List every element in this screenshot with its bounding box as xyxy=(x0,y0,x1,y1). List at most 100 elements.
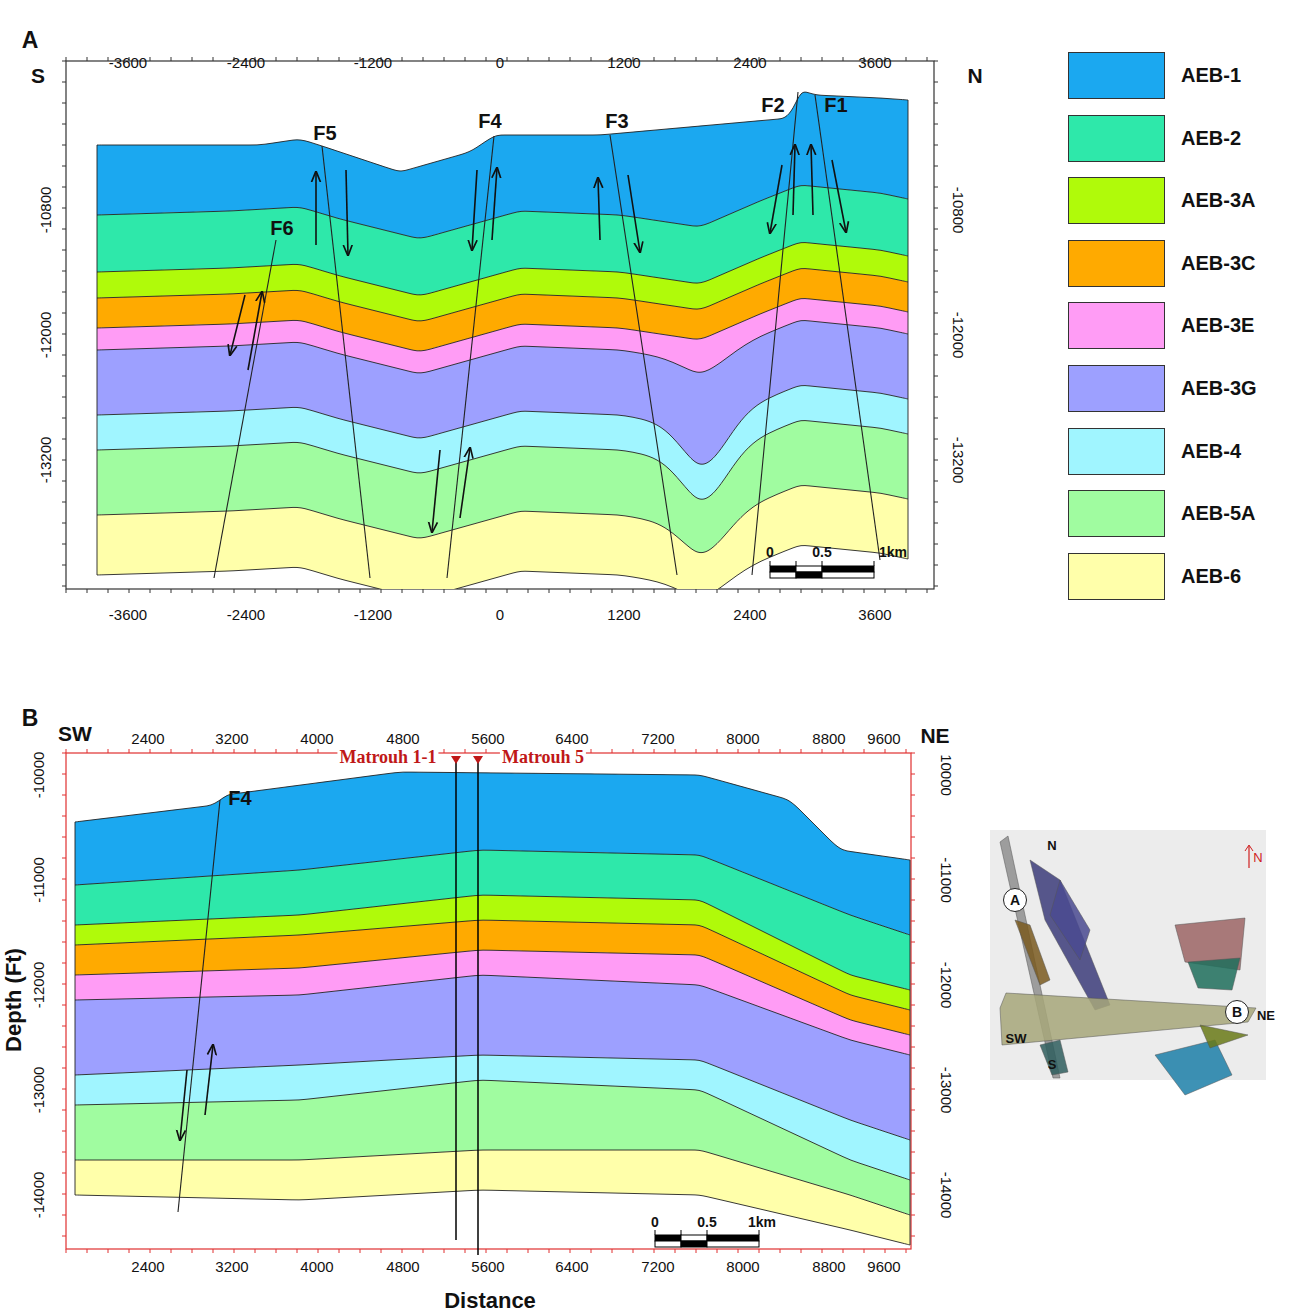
legend-swatch xyxy=(1068,553,1165,600)
axis-tick-label: 2400 xyxy=(131,731,164,746)
scale-label: 0.5 xyxy=(697,1215,716,1229)
axis-tick-label: 0 xyxy=(496,55,504,70)
axis-tick-label: -12000 xyxy=(939,962,954,1009)
axis-tick-label: -10800 xyxy=(38,187,53,234)
axis-tick-label: 8000 xyxy=(726,1259,759,1274)
axis-tick-label: -13000 xyxy=(31,1067,46,1114)
axis-tick-label: 1200 xyxy=(607,55,640,70)
axis-tick-label: 4000 xyxy=(300,731,333,746)
horizon-line xyxy=(75,1055,910,1140)
inset-marker: A xyxy=(1003,888,1027,912)
axis-tick-label: -12000 xyxy=(31,962,46,1009)
horizon-line xyxy=(97,92,908,171)
axis-tick-label: 3200 xyxy=(215,1259,248,1274)
horizon-line xyxy=(97,486,908,553)
legend-label: AEB-3E xyxy=(1181,314,1254,337)
scale-label: 1km xyxy=(879,545,907,559)
panel-letter: A xyxy=(22,29,39,52)
horizon-line xyxy=(97,299,908,351)
fault-lines xyxy=(214,92,880,578)
legend-item: AEB-3C xyxy=(1068,240,1255,287)
north-label: N xyxy=(1253,851,1262,864)
axis-tick-label: -10000 xyxy=(31,752,46,799)
axis-tick-label: 4800 xyxy=(386,1259,419,1274)
legend-swatch xyxy=(1068,428,1165,475)
legend-label: AEB-2 xyxy=(1181,127,1241,150)
axis-tick-label: -11000 xyxy=(31,857,46,903)
fault-label: F3 xyxy=(605,111,628,131)
legend-label: AEB-6 xyxy=(1181,565,1241,588)
panel-letter: B xyxy=(22,707,39,730)
legend-label: AEB-1 xyxy=(1181,64,1241,87)
axis-tick-label: -13200 xyxy=(38,437,53,484)
axis-tick-label: 5600 xyxy=(471,1259,504,1274)
legend-item: AEB-2 xyxy=(1068,115,1241,162)
axis-tick-label: 6400 xyxy=(555,1259,588,1274)
legend-item: AEB-4 xyxy=(1068,428,1241,475)
well-name: Matrouh 5 xyxy=(500,748,586,766)
layer xyxy=(97,486,908,589)
legend-label: AEB-3C xyxy=(1181,252,1255,275)
horizon-line xyxy=(97,386,908,465)
axis-tick-label: -13200 xyxy=(951,437,966,484)
scale-label: 1km xyxy=(748,1215,776,1229)
axis-title: Depth (Ft) xyxy=(3,948,25,1052)
section-b xyxy=(75,772,910,1245)
legend-item: AEB-3E xyxy=(1068,302,1254,349)
direction-label: N xyxy=(967,65,982,86)
slip-arrows xyxy=(180,1045,213,1140)
axis-tick-label: -13000 xyxy=(939,1067,954,1114)
legend-swatch xyxy=(1068,52,1165,99)
axis-tick-label: -1200 xyxy=(354,55,392,70)
scale-label: 0 xyxy=(651,1215,659,1229)
horizon-line xyxy=(75,1150,910,1215)
legend-swatch xyxy=(1068,302,1165,349)
axis-tick-label: -14000 xyxy=(31,1172,46,1219)
scale-bar xyxy=(655,1230,759,1247)
inset-marker: B xyxy=(1225,1000,1249,1024)
inset-label: NE xyxy=(1257,1009,1275,1022)
legend-label: AEB-3A xyxy=(1181,189,1255,212)
axis-tick-label: 7200 xyxy=(641,1259,674,1274)
axis-tick-label: 8800 xyxy=(812,1259,845,1274)
horizon-line xyxy=(75,850,910,935)
axis-tick-label: 5600 xyxy=(471,731,504,746)
fault-label: F1 xyxy=(824,95,847,115)
horizon-line xyxy=(75,1190,910,1245)
axis-tick-label: -12000 xyxy=(951,312,966,359)
axis-tick-label: -12000 xyxy=(38,312,53,359)
legend-label: AEB-5A xyxy=(1181,502,1255,525)
axis-tick-label: 3600 xyxy=(858,607,891,622)
legend-item: AEB-3A xyxy=(1068,177,1255,224)
axis-tick-label: 6400 xyxy=(555,731,588,746)
axis-tick-label: 7200 xyxy=(641,731,674,746)
horizon-line xyxy=(97,421,908,500)
fault-label: F4 xyxy=(228,788,251,808)
legend-swatch xyxy=(1068,177,1165,224)
direction-label: NE xyxy=(920,725,949,746)
well-name: Matrouh 1-1 xyxy=(337,748,438,766)
axis-title: Distance xyxy=(444,1290,536,1312)
legend-item: AEB-5A xyxy=(1068,490,1255,537)
axis-tick-label: 4800 xyxy=(386,731,419,746)
axis-tick-label: 2400 xyxy=(733,607,766,622)
plot-frame xyxy=(66,753,911,1249)
legend-swatch xyxy=(1068,365,1165,412)
axis-tick-label: 2400 xyxy=(733,55,766,70)
direction-label: SW xyxy=(58,723,92,744)
axis-tick-label: -14000 xyxy=(939,1172,954,1219)
inset-label: SW xyxy=(1006,1032,1027,1045)
axis-tick-label: -2400 xyxy=(227,55,265,70)
horizon-line xyxy=(75,772,910,860)
horizon-line xyxy=(75,1080,910,1180)
horizon-line xyxy=(97,243,908,295)
fault-label: F6 xyxy=(270,218,293,238)
direction-label: S xyxy=(31,65,45,86)
marker-letter: A xyxy=(1010,893,1020,907)
axis-tick-label: 9600 xyxy=(867,1259,900,1274)
scale-label: 0.5 xyxy=(812,545,831,559)
legend-item: AEB-3G xyxy=(1068,365,1257,412)
axis-tick-label: -2400 xyxy=(227,607,265,622)
horizon-line xyxy=(75,975,910,1055)
